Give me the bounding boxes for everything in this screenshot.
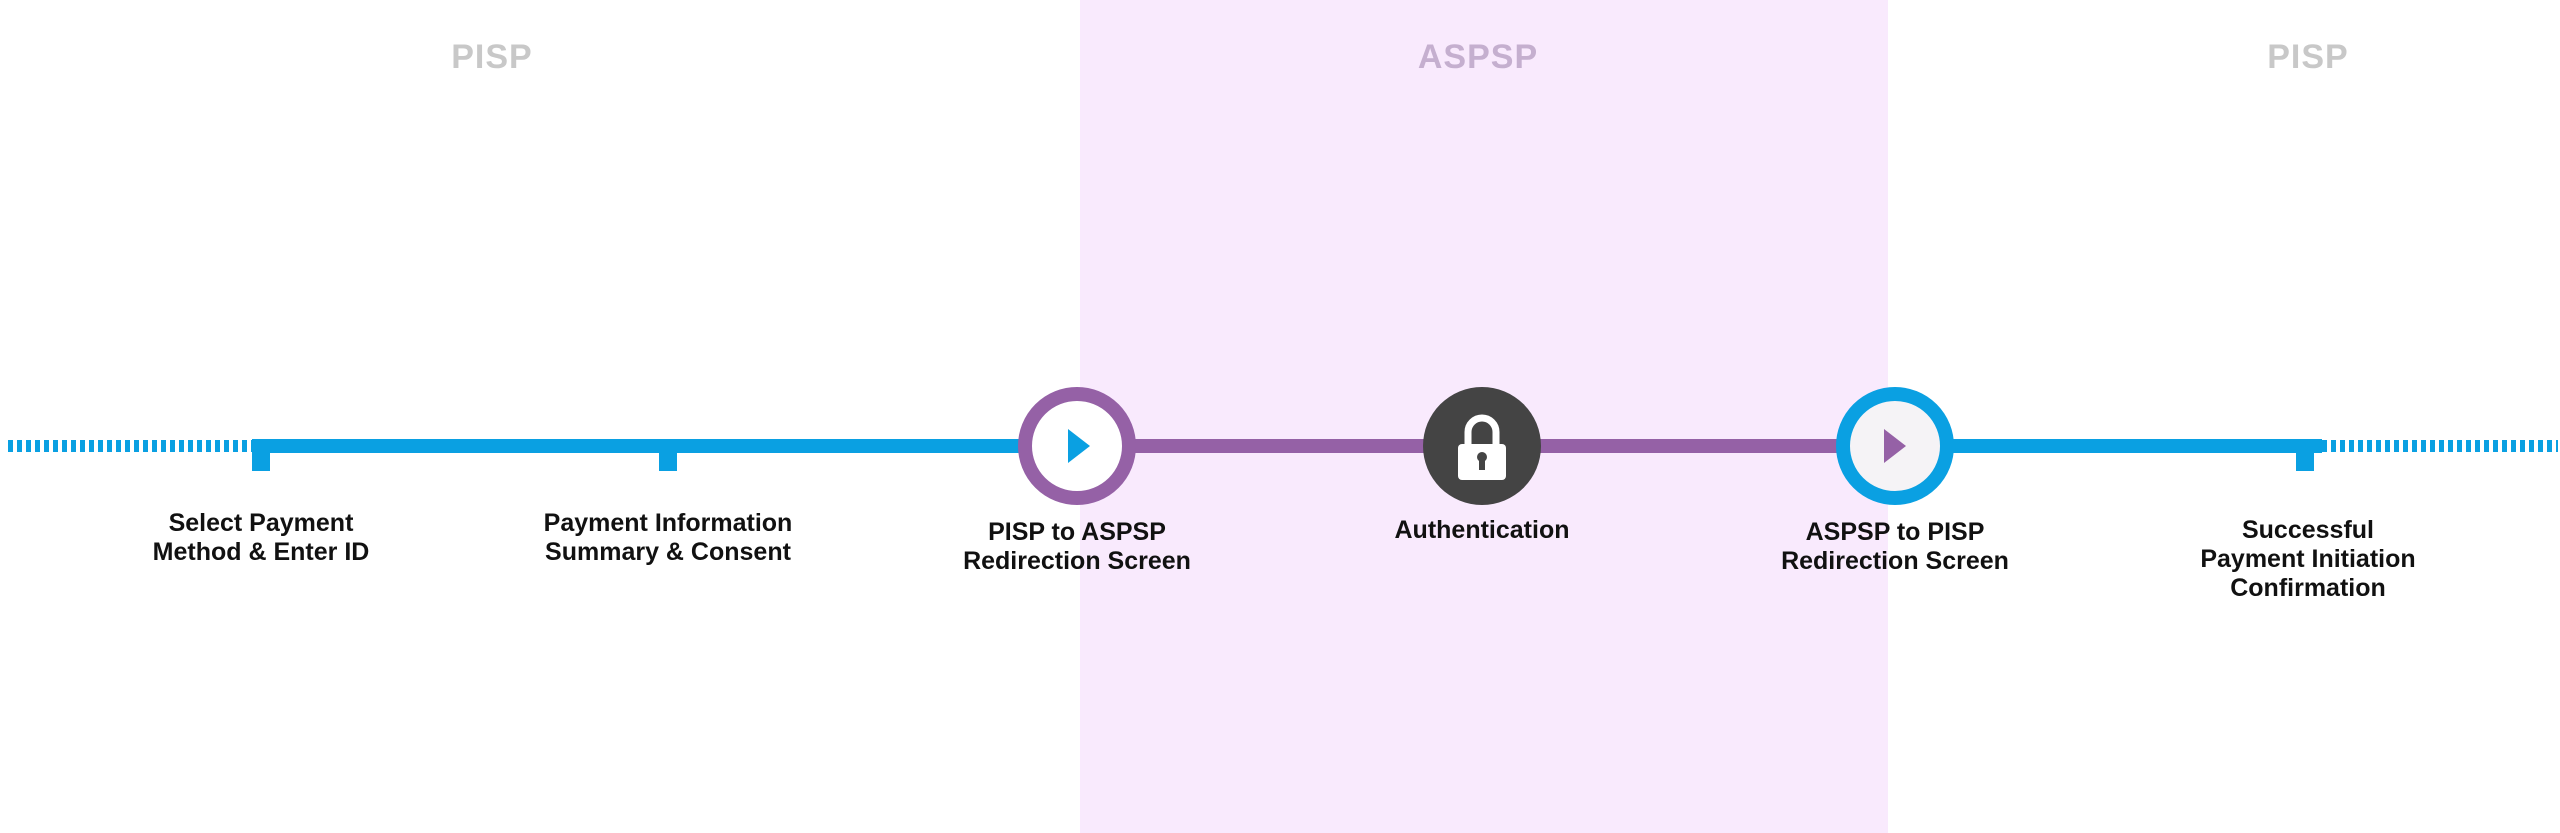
step-label-pisp-to-aspsp: PISP to ASPSP Redirection Screen — [963, 518, 1191, 575]
step-label-confirmation: Successful Payment Initiation Confirmati… — [2200, 516, 2416, 602]
step-label-payment-summary: Payment Information Summary & Consent — [543, 509, 793, 566]
step-marker-select-payment — [252, 440, 270, 471]
step-label-aspsp-to-pisp: ASPSP to PISP Redirection Screen — [1781, 518, 2009, 575]
step-marker-payment-summary — [659, 440, 677, 471]
arrow-head-to-pisp — [1884, 429, 1906, 463]
arrow-head-to-aspsp — [1068, 429, 1090, 463]
zone-label-aspsp: ASPSP — [1417, 38, 1539, 76]
lock-icon — [1458, 414, 1506, 480]
step-label-select-payment: Select Payment Method & Enter ID — [152, 509, 370, 566]
zone-label-pisp-right: PISP — [2267, 38, 2349, 76]
step-marker-confirmation — [2296, 440, 2314, 471]
zone-label-pisp-left: PISP — [451, 38, 533, 76]
step-label-authentication: Authentication — [1394, 516, 1570, 544]
